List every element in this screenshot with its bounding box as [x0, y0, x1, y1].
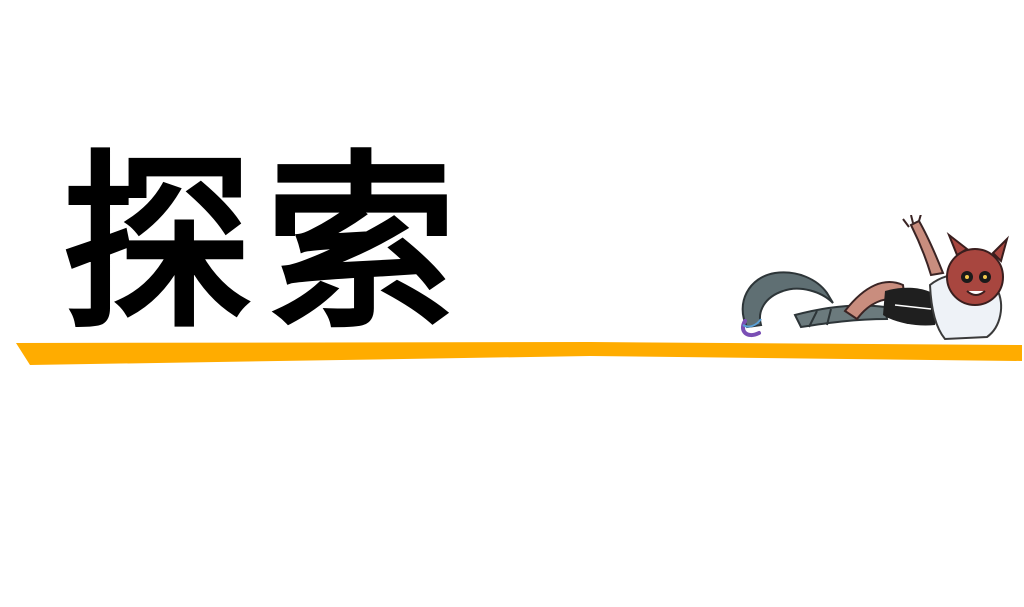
section-title: 探索: [62, 134, 471, 355]
title-underline-brush-stroke: [16, 342, 1022, 365]
reclining-character-illustration: [740, 215, 1009, 341]
